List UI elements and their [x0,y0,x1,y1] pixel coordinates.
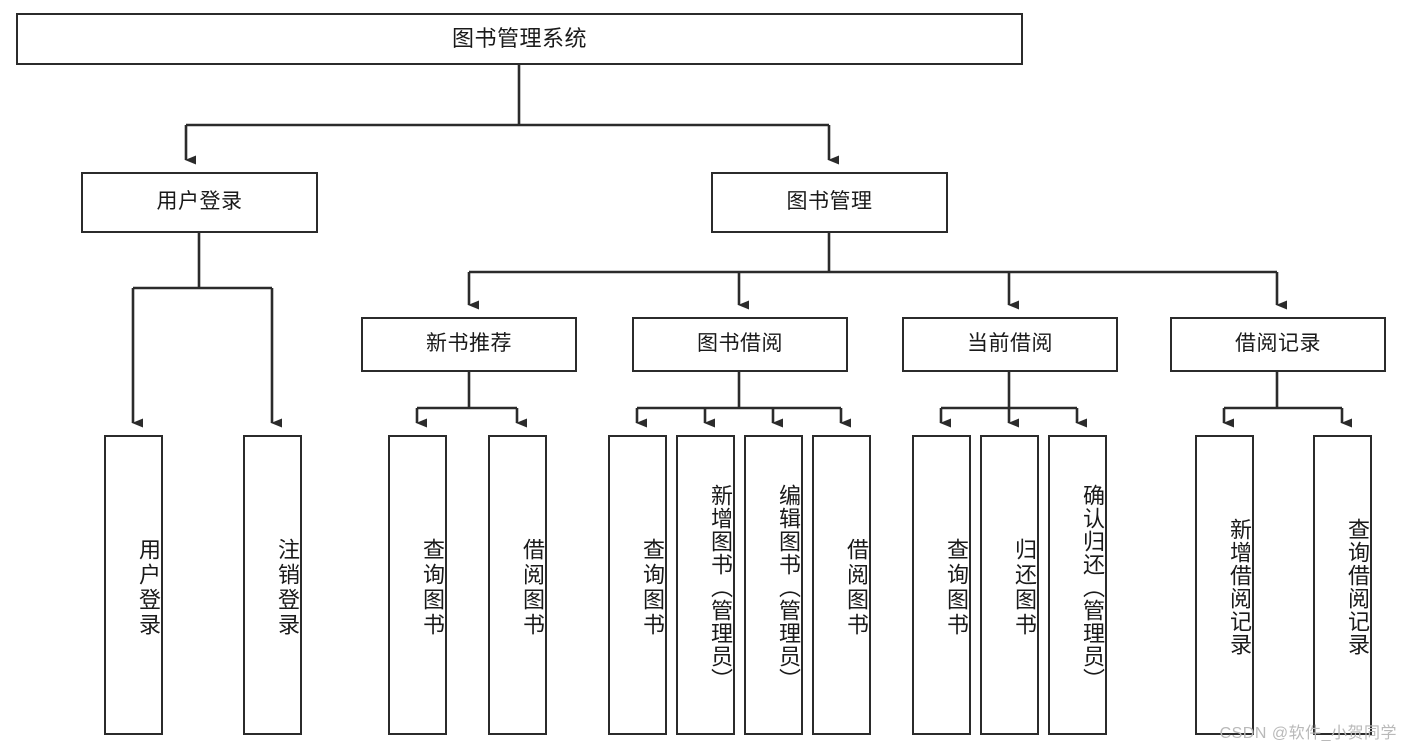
leaf-user-login[interactable]: 用户登录 [104,435,163,735]
node-label: 借阅图书 [844,538,869,638]
leaf-query-book-current[interactable]: 查询图书 [912,435,971,735]
leaf-query-borrow-record[interactable]: 查询借阅记录 [1313,435,1372,735]
node-label: 归还图书 [1012,538,1037,638]
node-user-login[interactable]: 用户登录 [81,172,318,233]
node-label: 借阅记录 [1235,332,1321,356]
leaf-query-book-borrow[interactable]: 查询图书 [608,435,667,735]
leaf-add-borrow-record[interactable]: 新增借阅记录 [1195,435,1254,735]
node-label: 当前借阅 [967,332,1053,356]
node-label: 注销登录 [275,538,300,638]
node-new-book-recommendation[interactable]: 新书推荐 [361,317,577,372]
node-label: 编辑图书（管理员） [776,483,801,691]
node-current-borrowing[interactable]: 当前借阅 [902,317,1118,372]
node-label: 图书管理系统 [451,26,587,52]
node-label: 新增图书（管理员） [708,483,733,691]
node-label: 确认归还（管理员） [1080,483,1105,691]
leaf-borrow-book-new[interactable]: 借阅图书 [488,435,547,735]
node-label: 图书管理 [786,190,873,214]
leaf-query-book-new[interactable]: 查询图书 [388,435,447,735]
node-label: 新书推荐 [426,332,512,356]
node-label: 新增借阅记录 [1227,518,1252,656]
leaf-logout[interactable]: 注销登录 [243,435,302,735]
node-label: 图书借阅 [697,332,783,356]
node-label: 借阅图书 [520,538,545,638]
node-label: 用户登录 [136,538,161,638]
leaf-borrow-book-borrow[interactable]: 借阅图书 [812,435,871,735]
leaf-add-book-admin[interactable]: 新增图书（管理员） [676,435,735,735]
watermark-text: CSDN @软件_小贺同学 [1219,725,1397,742]
node-label: 查询图书 [420,538,445,638]
leaf-edit-book-admin[interactable]: 编辑图书（管理员） [744,435,803,735]
node-borrow-records[interactable]: 借阅记录 [1170,317,1386,372]
node-label: 查询图书 [944,538,969,638]
leaf-confirm-return-admin[interactable]: 确认归还（管理员） [1048,435,1107,735]
node-root-book-management-system[interactable]: 图书管理系统 [16,13,1023,65]
node-label: 查询借阅记录 [1345,518,1370,656]
leaf-return-book[interactable]: 归还图书 [980,435,1039,735]
node-book-borrowing[interactable]: 图书借阅 [632,317,848,372]
node-book-management[interactable]: 图书管理 [711,172,948,233]
node-label: 用户登录 [156,190,243,214]
node-label: 查询图书 [640,538,665,638]
